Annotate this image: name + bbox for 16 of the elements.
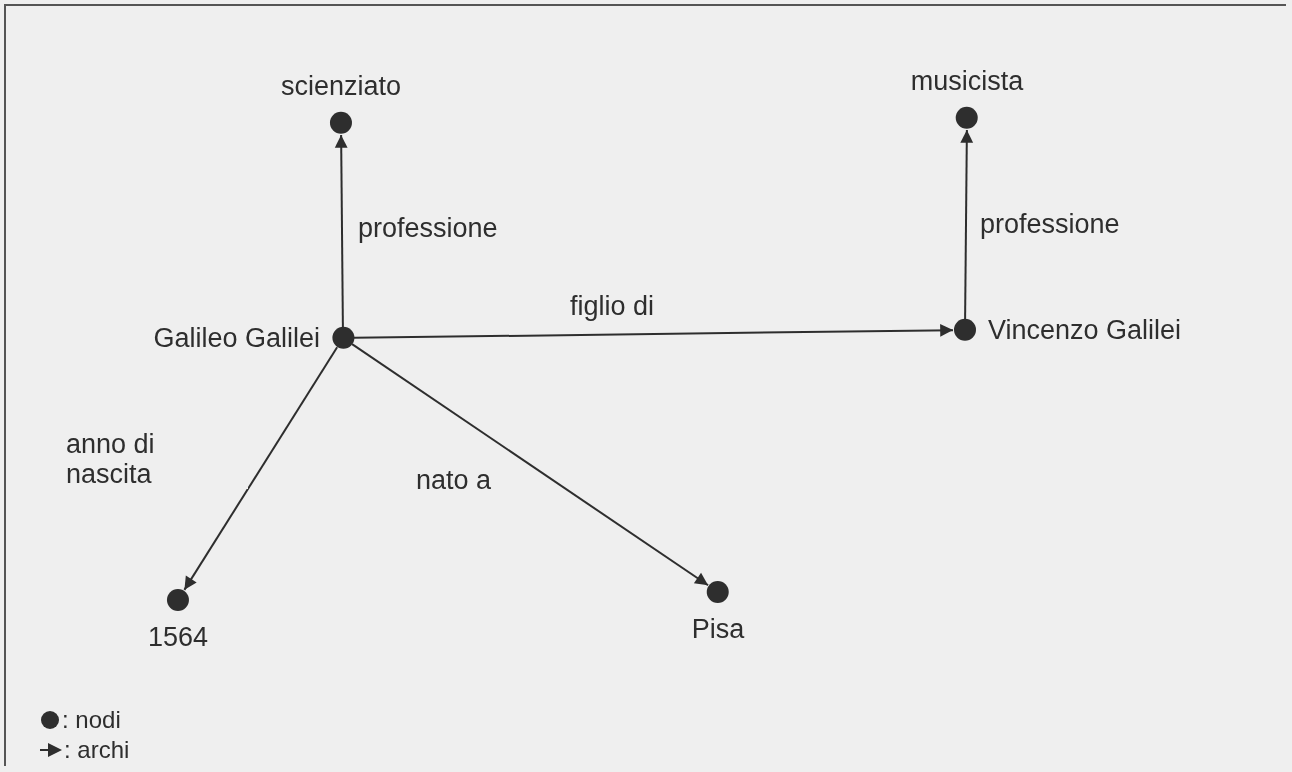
legend-label: : nodi [62,708,121,732]
node-label: Galileo Galilei [153,323,320,353]
node-label: Pisa [691,615,745,644]
arrow [351,343,710,587]
arrow [960,129,974,320]
arrow [353,323,954,339]
node-label: scienziato [280,71,402,100]
node-label: Vincenzo Galilei [988,315,1182,345]
arrow [334,134,348,328]
node-label: 1564 [147,623,209,652]
arrow [183,346,339,591]
edge-label: anno di nascita [64,430,248,490]
edge-label: professione [978,210,1122,240]
edge-label: professione [356,214,500,244]
node-label: musicista [910,66,1024,95]
legend-label: : archi [64,738,130,762]
